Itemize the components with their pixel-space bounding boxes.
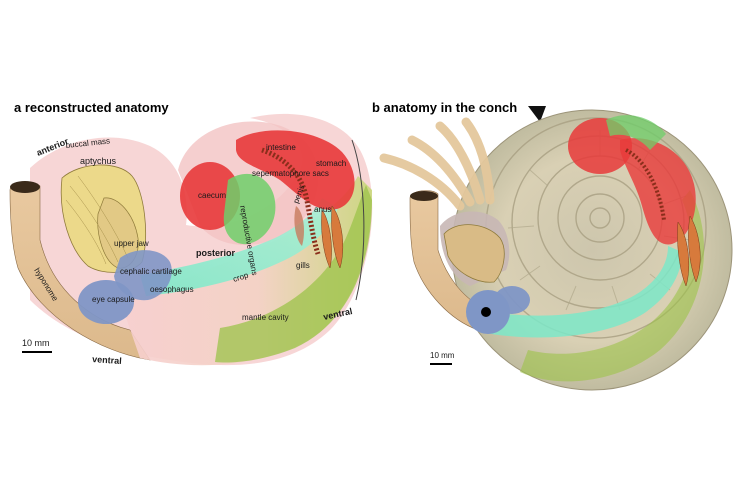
organ-green-b [606, 115, 666, 150]
label-cephalic-cartilage: cephalic cartilage [120, 267, 182, 276]
mantle-edge-line [351, 139, 365, 301]
intestine-b [625, 148, 666, 221]
scale-label-b: 10 mm [430, 351, 455, 360]
label-aptychus: aptychus [80, 156, 117, 166]
label-gills: gills [296, 261, 310, 270]
panel-b: b anatomy in the conch [372, 100, 733, 391]
stomach [236, 130, 355, 210]
label-intestine: intestine [266, 143, 296, 152]
label-stomach: stomach [316, 159, 346, 168]
crop-b [480, 246, 682, 338]
arms [379, 117, 495, 211]
label-caecum: caecum [198, 191, 226, 200]
panel-a: a reconstructed anatomy [9, 100, 373, 366]
label-posterior: posterior [196, 248, 236, 258]
gills [321, 205, 344, 269]
arrowhead-marker [528, 106, 546, 122]
scale-label-a: 10 mm [22, 338, 50, 348]
panel-b-title: b anatomy in the conch [372, 100, 517, 115]
label-ventral-bottom: ventral [92, 354, 122, 366]
hyponome-opening-b [410, 191, 438, 201]
label-oesophagus: oesophagus [150, 285, 194, 294]
panel-a-title: a reconstructed anatomy [14, 100, 169, 115]
aptychus-b [443, 224, 505, 283]
mantle-green-band [215, 185, 372, 363]
intestine [261, 147, 321, 255]
gills-b [677, 215, 701, 287]
label-anus: anus [314, 205, 331, 214]
label-spermatophore-sacs: sepermatophore sacs [252, 169, 329, 178]
cephalic-cartilage [114, 250, 172, 301]
eye-capsule [78, 280, 134, 324]
crop [140, 198, 338, 296]
label-eye-capsule: eye capsule [92, 295, 135, 304]
reproductive-organs [223, 173, 276, 245]
hyponome-opening [10, 181, 40, 193]
aptychus-lines [65, 175, 129, 265]
eye-pupil-icon [481, 307, 491, 317]
penis [294, 206, 304, 246]
label-mantle-cavity: mantle cavity [242, 313, 289, 322]
label-upper-jaw: upper jaw [114, 239, 149, 248]
mantle-green-b [520, 190, 705, 382]
